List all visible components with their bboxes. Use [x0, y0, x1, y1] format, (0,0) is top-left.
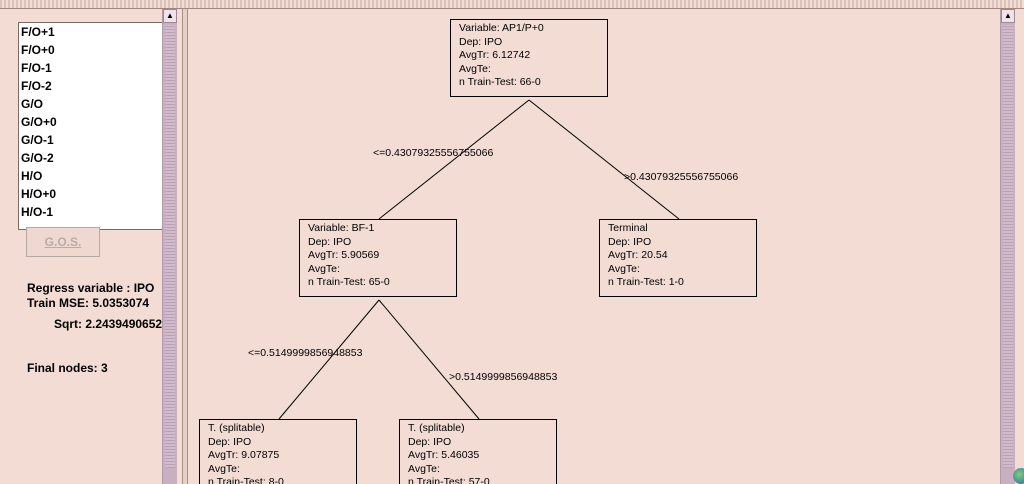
tree-node-right[interactable]: Terminal Dep: IPO AvgTr: 20.54 AvgTe: n … [599, 219, 757, 297]
edge-label-left-left: <=0.5149999856948853 [248, 347, 363, 359]
list-item[interactable]: F/O-2 [21, 79, 52, 93]
node-avgte: AvgTe: [408, 462, 440, 475]
node-variable: Terminal [608, 222, 648, 234]
list-item[interactable]: F/O+1 [21, 25, 55, 39]
edge-left-left [278, 299, 380, 420]
gos-button[interactable]: G.O.S. [26, 227, 100, 257]
train-mse-label: Train MSE: 5.0353074 [27, 296, 150, 310]
tree-canvas: Variable: AP1/P+0 Dep: IPO AvgTr: 6.1274… [189, 9, 1000, 484]
node-dep: Dep: IPO [408, 435, 452, 448]
tree-node-root[interactable]: Variable: AP1/P+0 Dep: IPO AvgTr: 6.1274… [450, 19, 608, 97]
node-variable: T. (splitable) [208, 422, 265, 434]
list-scrollbar[interactable]: ▲ [162, 9, 177, 484]
edge-root-right [528, 99, 680, 220]
scroll-up-icon[interactable]: ▲ [163, 9, 177, 23]
regress-variable-label: Regress variable : IPO [27, 281, 155, 295]
node-n-train-test: n Train-Test: 66-0 [459, 76, 541, 88]
list-item[interactable]: F/O-1 [21, 61, 52, 75]
panel-divider[interactable] [182, 9, 188, 484]
list-item[interactable]: G/O-2 [21, 151, 54, 165]
scrollbar-track[interactable] [1003, 25, 1013, 468]
scrollbar-track[interactable] [165, 25, 175, 468]
node-dep: Dep: IPO [308, 235, 352, 248]
node-avgte: AvgTe: [459, 62, 491, 75]
node-avgte: AvgTe: [208, 462, 240, 475]
edge-label-left-right: >0.5149999856948853 [449, 371, 558, 383]
node-n-train-test: n Train-Test: 8-0 [208, 476, 284, 484]
node-avgte: AvgTe: [608, 262, 640, 275]
node-avgte: AvgTe: [308, 262, 340, 275]
edge-left-right [378, 299, 480, 420]
variable-list[interactable]: F/O+1 F/O+0 F/O-1 F/O-2 G/O G/O+0 G/O-1 … [18, 22, 163, 230]
list-item[interactable]: H/O-1 [21, 205, 54, 219]
sqrt-label: Sqrt: 2.2439490652 [54, 317, 162, 331]
list-item[interactable]: F/O+0 [21, 43, 55, 57]
node-dep: Dep: IPO [608, 235, 652, 248]
list-item[interactable]: G/O [21, 97, 44, 111]
node-avgtr: AvgTr: 6.12742 [459, 49, 531, 61]
node-dep: Dep: IPO [208, 435, 252, 448]
node-variable: Variable: AP1/P+0 [459, 22, 544, 34]
tree-node-left-right[interactable]: T. (splitable) Dep: IPO AvgTr: 5.46035 A… [399, 419, 557, 484]
edge-label-root-left: <=0.43079325556755066 [373, 147, 494, 159]
node-dep: Dep: IPO [459, 35, 503, 48]
node-avgtr: AvgTr: 5.46035 [408, 449, 480, 461]
top-border [0, 0, 1024, 9]
list-item[interactable]: G/O+0 [21, 115, 57, 129]
scroll-up-icon[interactable]: ▲ [1001, 9, 1015, 23]
globe-icon [1013, 468, 1024, 484]
final-nodes-label: Final nodes: 3 [27, 361, 108, 375]
node-avgtr: AvgTr: 20.54 [608, 249, 668, 261]
node-variable: Variable: BF-1 [308, 222, 375, 234]
tree-node-left-left[interactable]: T. (splitable) Dep: IPO AvgTr: 9.07875 A… [199, 419, 357, 484]
edge-label-root-right: >0.43079325556755066 [624, 171, 739, 183]
node-n-train-test: n Train-Test: 1-0 [608, 276, 684, 288]
node-n-train-test: n Train-Test: 65-0 [308, 276, 390, 288]
node-avgtr: AvgTr: 5.90569 [308, 249, 380, 261]
tree-node-left[interactable]: Variable: BF-1 Dep: IPO AvgTr: 5.90569 A… [299, 219, 457, 297]
list-item[interactable]: H/O [21, 169, 43, 183]
list-item[interactable]: G/O-1 [21, 133, 54, 147]
left-panel: F/O+1 F/O+0 F/O-1 F/O-2 G/O G/O+0 G/O-1 … [0, 9, 182, 484]
edge-root-left [378, 99, 530, 220]
canvas-scrollbar[interactable]: ▲ [1000, 9, 1015, 484]
node-n-train-test: n Train-Test: 57-0 [408, 476, 490, 484]
node-variable: T. (splitable) [408, 422, 465, 434]
tree-edges [278, 99, 680, 420]
node-avgtr: AvgTr: 9.07875 [208, 449, 280, 461]
list-item[interactable]: H/O+0 [21, 187, 57, 201]
